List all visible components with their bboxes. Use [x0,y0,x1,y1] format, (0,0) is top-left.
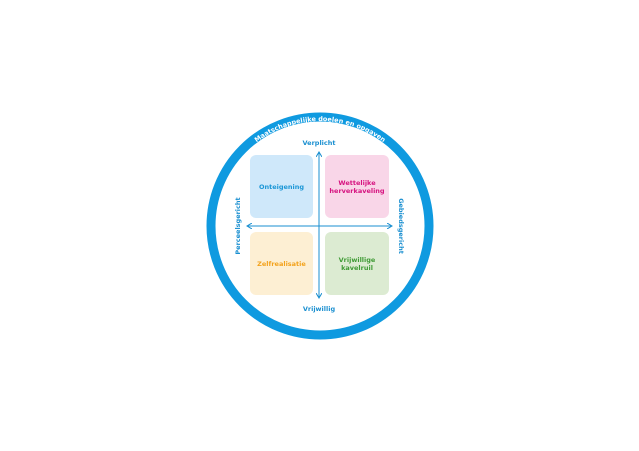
axis-label-right: Gebiedsgericht [397,198,405,254]
axis-label-bottom: Vrijwillig [303,305,336,313]
axis-label-left: Perceelsgericht [234,197,242,254]
quadrant-zelfrealisatie [250,232,313,295]
quadrant-label: Zelfrealisatie [257,260,306,268]
axis-label-top: Verplicht [303,139,336,147]
quadrant-onteigening [250,155,313,218]
quadrant-wettelijke-herverkaveling [325,155,389,218]
quadrant-label: Onteigening [259,183,304,191]
outer-ring [206,112,434,340]
quadrant-vrijwillige-kavelruil [325,232,389,295]
